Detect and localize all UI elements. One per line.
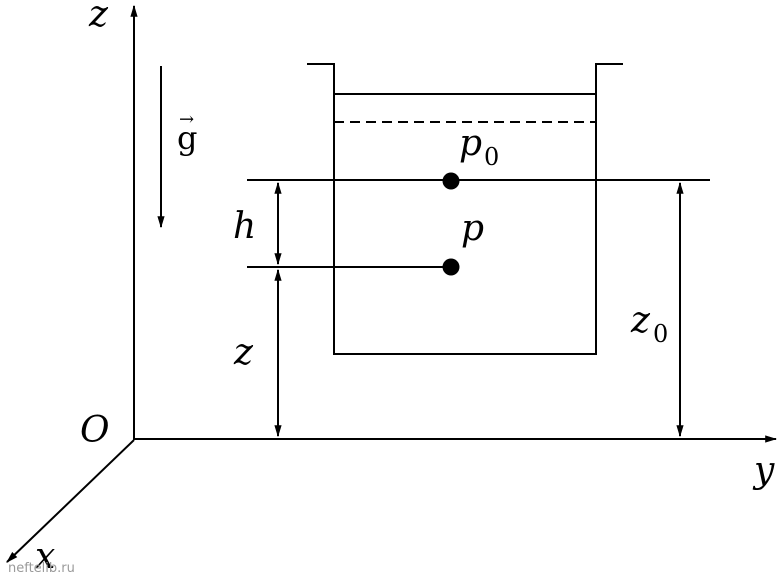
p0-subscript: 0 xyxy=(484,143,499,171)
gravity-vector-mark: → xyxy=(179,109,194,130)
z0-label: z xyxy=(630,300,651,341)
p-label: p xyxy=(461,208,484,249)
watermark: neftelib.ru xyxy=(8,561,75,576)
z-axis-label: z xyxy=(88,0,109,35)
point-p xyxy=(442,258,460,276)
p0-label: p xyxy=(459,123,482,164)
x-axis-label: x xyxy=(35,536,55,577)
vessel-wall xyxy=(307,63,623,355)
z-height-label: z xyxy=(233,332,254,373)
x-axis xyxy=(6,439,135,563)
point-p0 xyxy=(442,172,460,190)
gravity-label: g xyxy=(177,119,197,157)
origin-label: O xyxy=(80,410,110,451)
z0-subscript: 0 xyxy=(653,320,668,348)
h-label: h xyxy=(233,206,256,247)
y-axis-label: y xyxy=(752,450,775,491)
